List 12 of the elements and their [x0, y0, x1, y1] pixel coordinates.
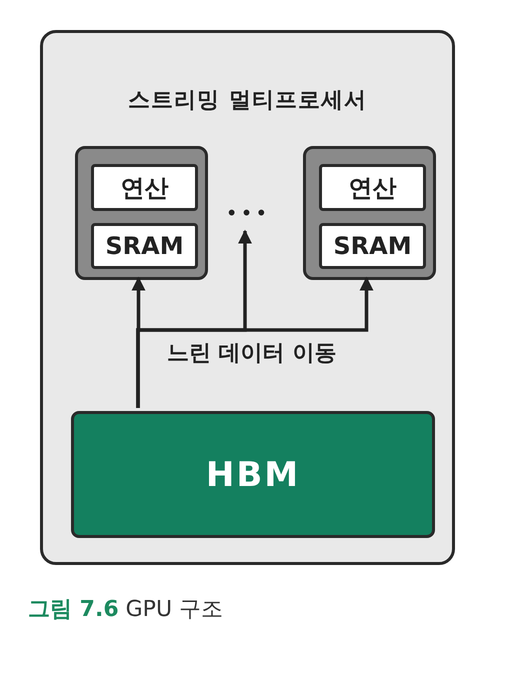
panel-heading: 스트리밍 멀티프로세서 [127, 87, 368, 115]
processor-panel [40, 30, 455, 565]
unit-box: 연산 [91, 164, 198, 211]
ellipsis-text: ••• [221, 193, 275, 233]
unit-box: 연산 [319, 164, 426, 211]
processor-unit-box [75, 146, 208, 280]
figure-caption: 그림 7.6 GPU 구조 [28, 596, 224, 624]
unit-box: SRAM [319, 223, 426, 269]
unit-box: SRAM [91, 223, 198, 269]
processor-unit-box [303, 146, 436, 280]
arrow [136, 276, 374, 408]
memory-block: HBM [71, 411, 435, 538]
